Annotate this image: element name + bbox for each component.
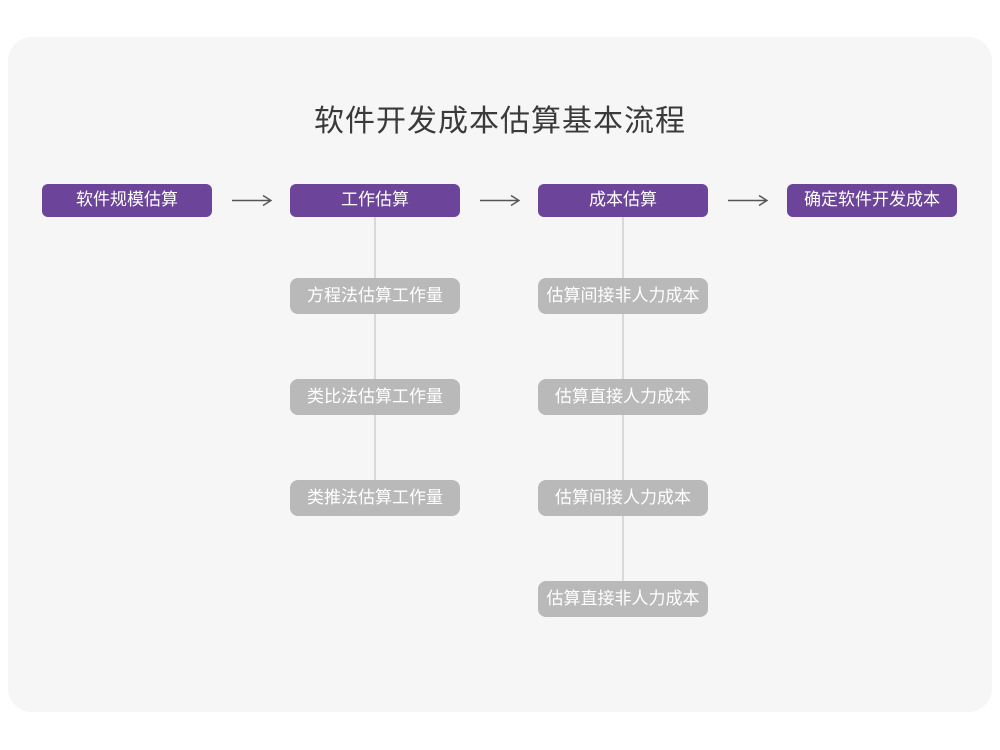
substep-node-equation-method[interactable]: 方程法估算工作量 [290,278,460,314]
right-arrow-icon [480,194,521,207]
flow-node-cost-estimation[interactable]: 成本估算 [538,184,708,217]
diagram-canvas [8,37,992,712]
right-arrow-icon [728,194,769,207]
substep-node-analogy-method[interactable]: 类比法估算工作量 [290,379,460,415]
substep-node-extrapolation-method[interactable]: 类推法估算工作量 [290,480,460,516]
flow-node-software-scale-estimation[interactable]: 软件规模估算 [42,184,212,217]
substep-node-indirect-nonlabor-cost[interactable]: 估算间接非人力成本 [538,278,708,314]
connector-line-work [374,217,376,498]
flow-node-determine-dev-cost[interactable]: 确定软件开发成本 [787,184,957,217]
substep-node-direct-nonlabor-cost[interactable]: 估算直接非人力成本 [538,581,708,617]
flow-node-work-estimation[interactable]: 工作估算 [290,184,460,217]
substep-node-indirect-labor-cost[interactable]: 估算间接人力成本 [538,480,708,516]
right-arrow-icon [232,194,273,207]
diagram-title: 软件开发成本估算基本流程 [314,104,686,139]
substep-node-direct-labor-cost[interactable]: 估算直接人力成本 [538,379,708,415]
